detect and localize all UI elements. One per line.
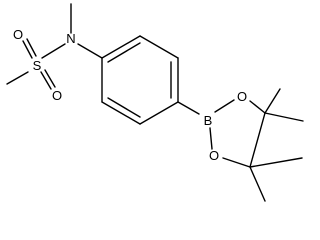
bond-ring-inner-1	[107, 42, 141, 63]
atom-n: N	[66, 31, 75, 46]
bond-ring-5	[101, 101, 141, 125]
bond-c1-methyl-up	[264, 88, 281, 114]
bond-s-o-lower-1	[40, 71, 52, 90]
bond-s-o-upper-2	[26, 38, 37, 57]
atom-s: S	[33, 58, 42, 73]
bond-b-o-top	[214, 99, 235, 113]
bond-n-aryl	[77, 43, 103, 59]
bond-c2-methyl-down	[249, 166, 266, 202]
molecule-structure: N S O O B O O	[6, 3, 304, 202]
structure-canvas: N S O O B O O	[6, 3, 304, 202]
atom-o-upper: O	[13, 27, 23, 42]
bond-o-top-c	[249, 100, 266, 114]
bond-aryl-b	[177, 101, 200, 115]
atom-b: B	[204, 113, 213, 128]
bond-ring-1	[101, 35, 141, 59]
bond-b-o-bottom	[209, 127, 213, 150]
bond-c-c-ring	[249, 112, 266, 168]
atom-o-ring-bottom: O	[209, 148, 219, 163]
bond-n-s	[41, 43, 66, 59]
bond-s-o-lower-2	[44, 69, 56, 88]
atom-labels: N S O O B O O	[13, 27, 247, 163]
atom-o-ring-top: O	[237, 89, 247, 104]
bond-o-bottom-c	[222, 157, 251, 168]
bond-ring-inner-3	[107, 97, 141, 118]
bond-s-methyl	[6, 71, 29, 85]
atom-o-lower: O	[52, 88, 62, 103]
bond-ring-4	[139, 101, 179, 125]
bond-ring-2	[139, 35, 179, 59]
bond-c1-methyl-right	[264, 112, 304, 122]
bond-c2-methyl-right	[249, 157, 303, 168]
bonds	[6, 3, 304, 202]
bond-s-o-upper-1	[22, 40, 33, 59]
